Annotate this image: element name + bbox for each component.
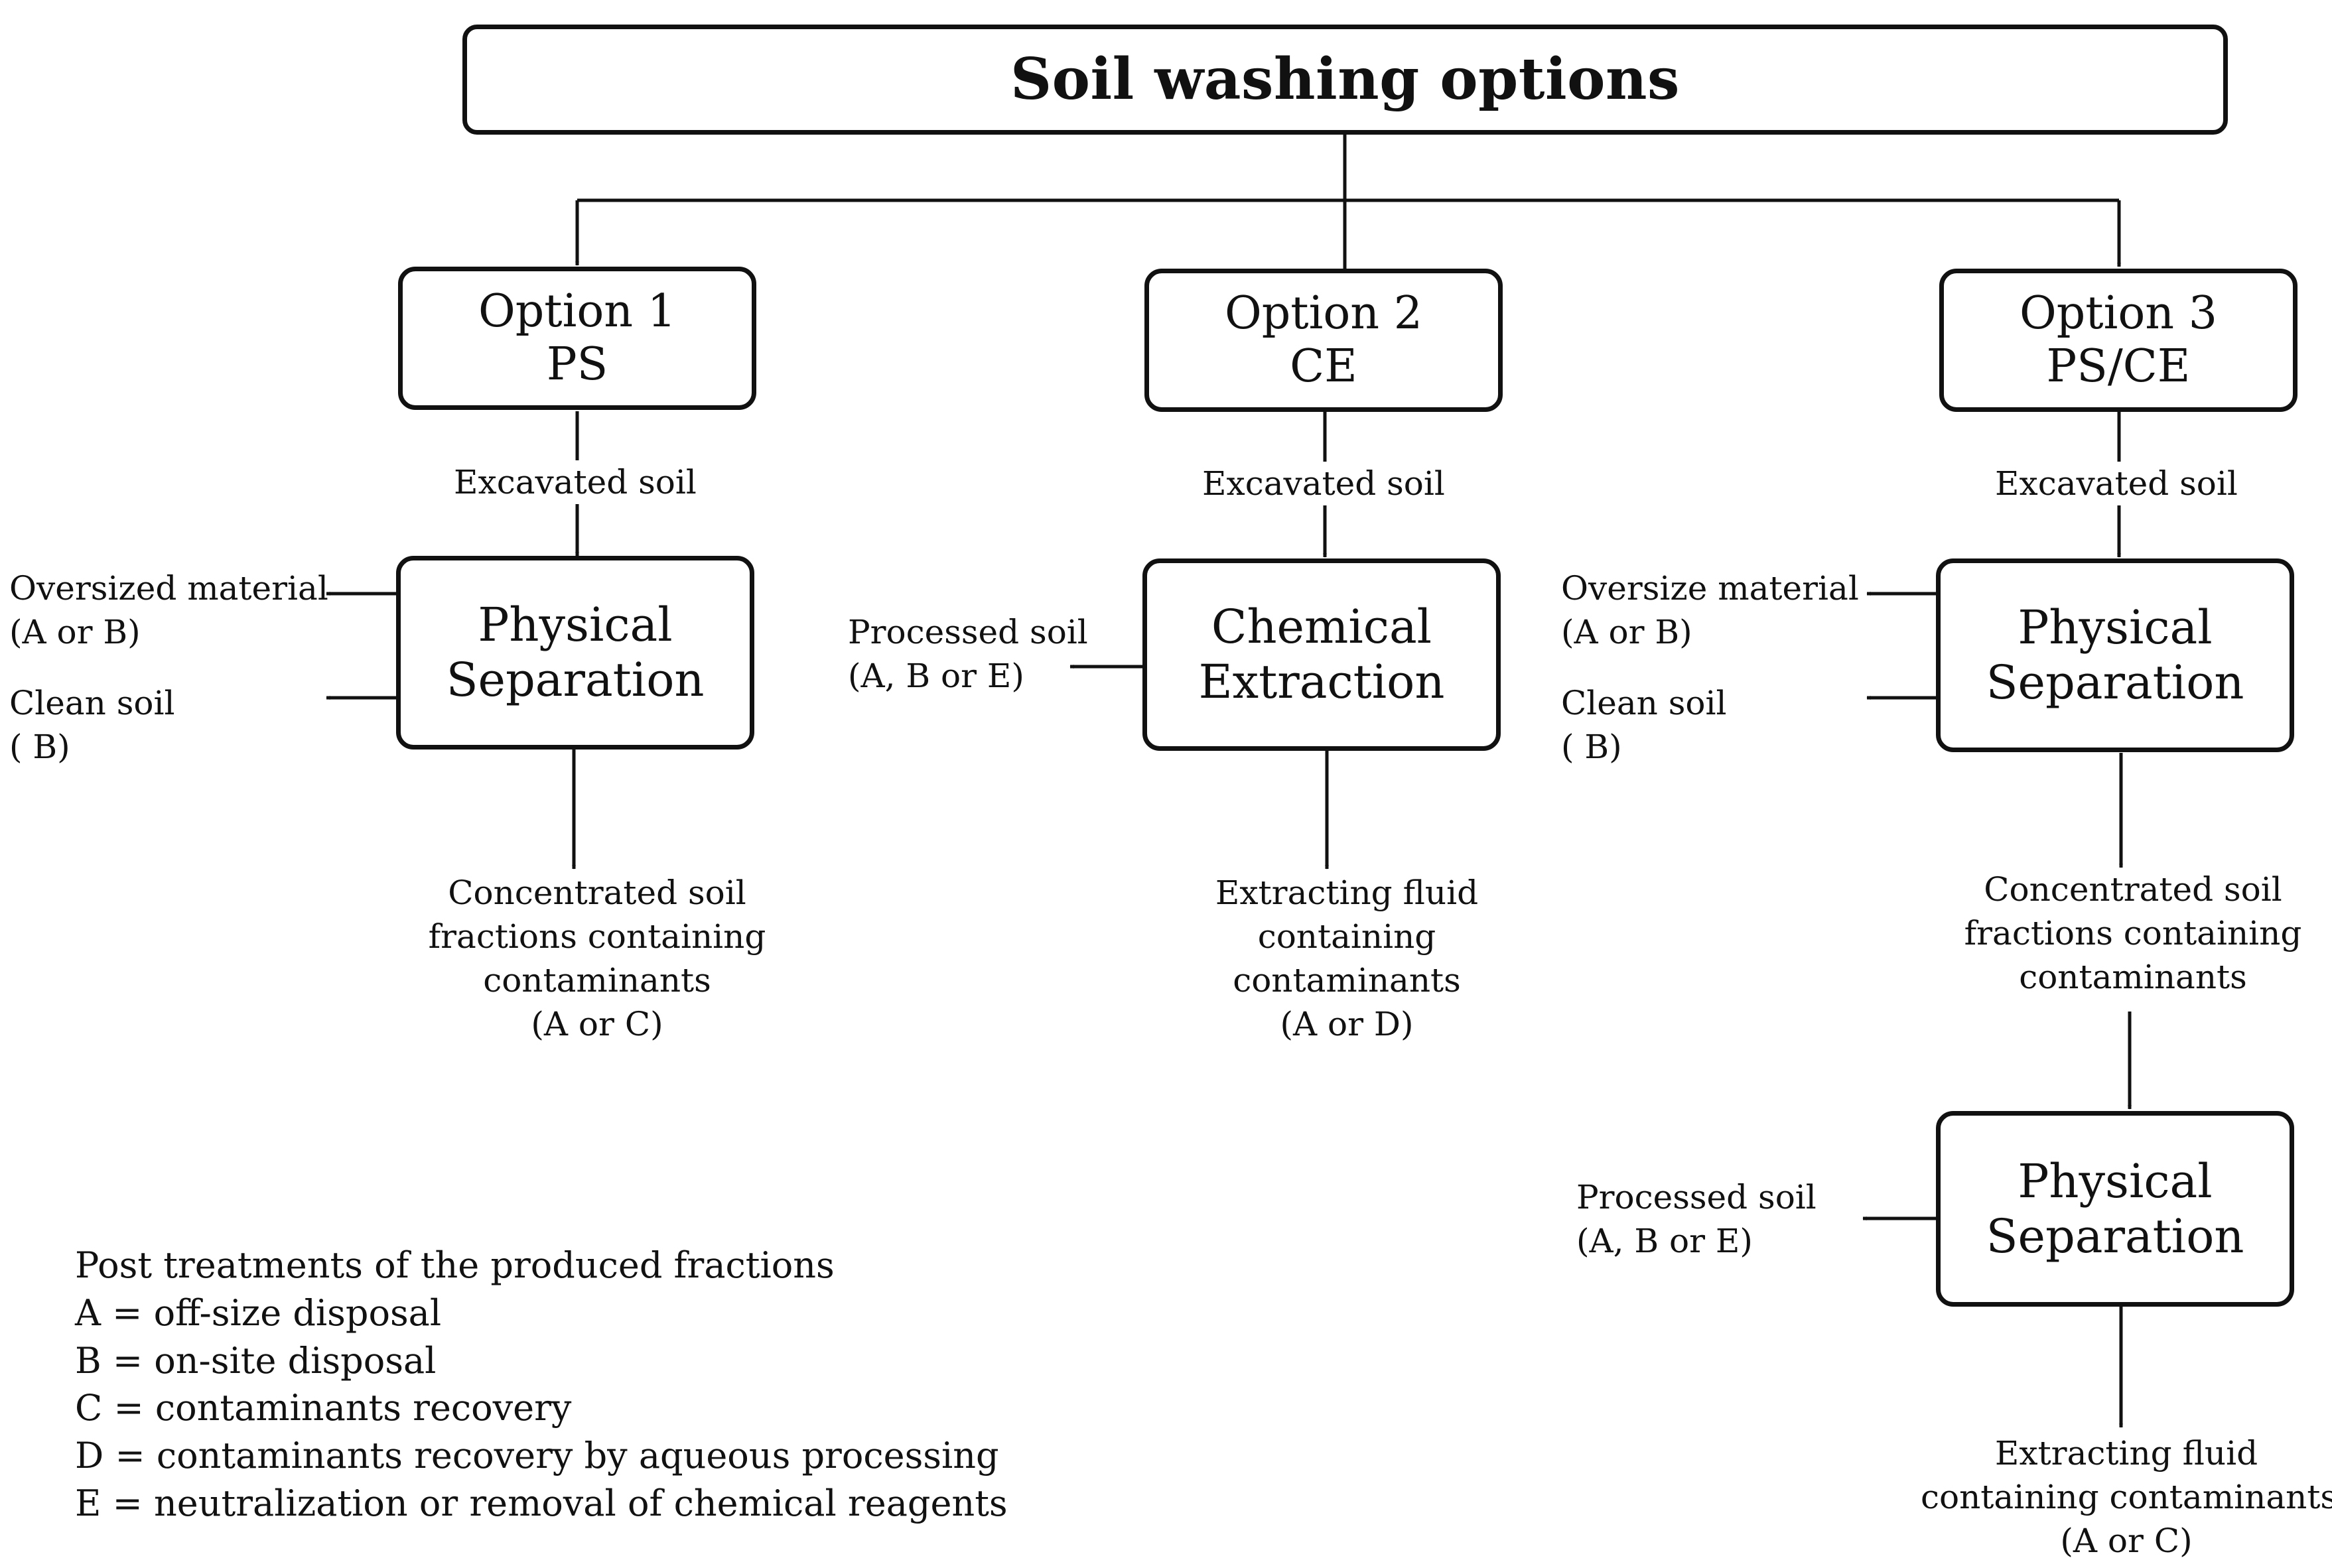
- physical-separation-box-1: Physical Separation: [396, 556, 754, 750]
- option-3-code: PS/CE: [2046, 340, 2191, 393]
- processed-soil-label-2: Processed soil (A, B or E): [848, 613, 1088, 695]
- physical-separation-box-3b: Physical Separation: [1936, 1111, 2294, 1307]
- legend-item: D = contaminants recovery by aqueous pro…: [75, 1435, 999, 1477]
- legend-item: A = off-size disposal: [75, 1291, 442, 1334]
- concentrated-fractions-label-3: Concentrated soil fractions containing c…: [1964, 870, 2302, 996]
- legend-heading: Post treatments of the produced fraction…: [75, 1244, 835, 1286]
- process-name-line2: Separation: [446, 653, 705, 707]
- clean-soil-label-3: Clean soil ( B): [1561, 684, 1727, 766]
- option-1-box: Option 1 PS: [398, 267, 756, 410]
- physical-separation-box-3: Physical Separation: [1936, 558, 2294, 752]
- legend-item: C = contaminants recovery: [75, 1387, 572, 1429]
- extracting-fluid-label-3: Extracting fluid containing contaminants…: [1921, 1434, 2332, 1560]
- title-box: Soil washing options: [462, 25, 2228, 135]
- oversize-material-label-3: Oversize material (A or B): [1561, 569, 1859, 651]
- legend-item: E = neutralization or removal of chemica…: [75, 1482, 1008, 1525]
- extracting-fluid-label-2: Extracting fluid containing contaminants…: [1215, 874, 1479, 1043]
- option-1-name: Option 1: [478, 285, 676, 338]
- option-3-name: Option 3: [2020, 287, 2217, 340]
- option-2-name: Option 2: [1225, 287, 1422, 340]
- clean-soil-label-1: Clean soil ( B): [9, 684, 175, 766]
- process-name-line1: Physical: [2018, 600, 2213, 655]
- option-3-box: Option 3 PS/CE: [1939, 269, 2298, 412]
- process-name-line1: Physical: [2018, 1153, 2213, 1209]
- excavated-soil-label-1: Excavated soil: [451, 460, 699, 504]
- legend-item: B = on-site disposal: [75, 1339, 437, 1382]
- diagram-title: Soil washing options: [1010, 46, 1680, 113]
- chemical-extraction-box: Chemical Extraction: [1142, 558, 1501, 751]
- legend: Post treatments of the produced fraction…: [75, 1242, 1008, 1528]
- option-2-box: Option 2 CE: [1144, 269, 1503, 412]
- process-name-line1: Chemical: [1211, 600, 1432, 655]
- process-name-line1: Physical: [478, 598, 673, 653]
- excavated-soil-label-3: Excavated soil: [1992, 462, 2240, 505]
- concentrated-fractions-label-1: Concentrated soil fractions containing c…: [428, 874, 766, 1043]
- oversized-material-label: Oversized material (A or B): [9, 569, 328, 651]
- process-name-line2: Extraction: [1198, 655, 1445, 709]
- processed-soil-label-3: Processed soil (A, B or E): [1576, 1178, 1817, 1260]
- process-name-line2: Separation: [1986, 655, 2244, 710]
- process-name-line2: Separation: [1986, 1209, 2244, 1264]
- option-1-code: PS: [546, 338, 608, 391]
- option-2-code: CE: [1290, 340, 1357, 393]
- excavated-soil-label-2: Excavated soil: [1200, 462, 1448, 505]
